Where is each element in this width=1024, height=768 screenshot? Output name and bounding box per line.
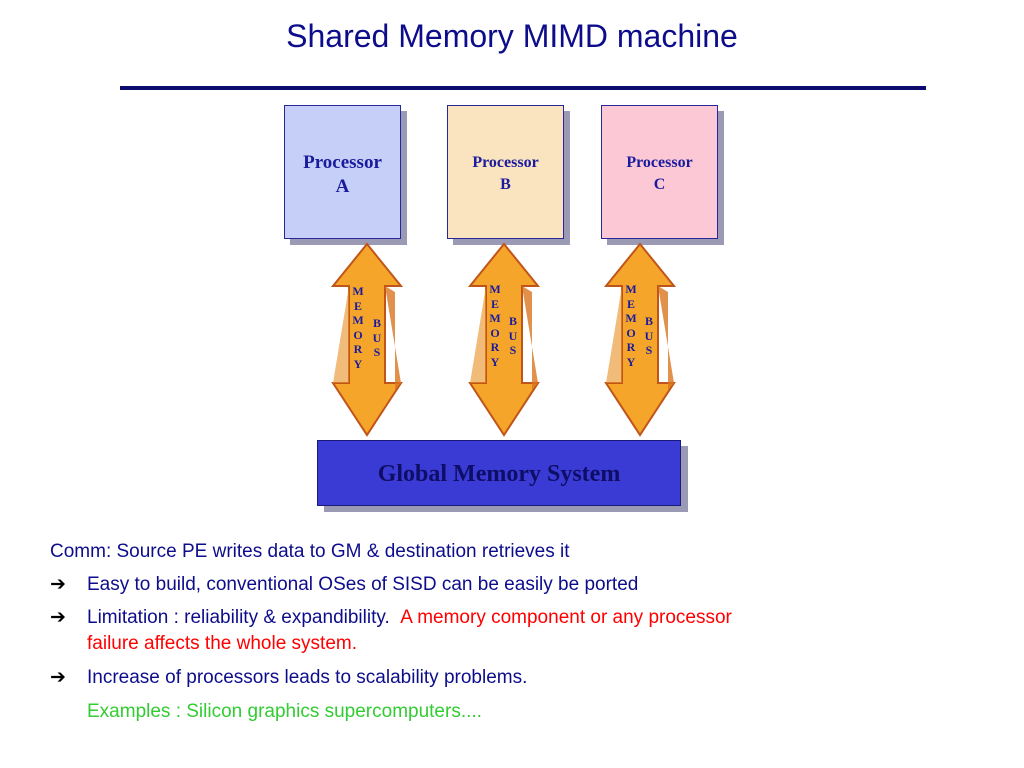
processor-c-label: Processor bbox=[626, 154, 693, 171]
limitation-warning-cont: failure affects the whole system. bbox=[87, 633, 357, 654]
double-arrow-icon bbox=[603, 242, 677, 437]
double-arrow-icon bbox=[330, 242, 404, 437]
processor-c-letter: C bbox=[653, 176, 666, 193]
limitation-warning: A memory component or any processor bbox=[400, 607, 732, 628]
limitation-text: Limitation : reliability & expandibility… bbox=[87, 607, 390, 628]
slide-title: Shared Memory MIMD machine bbox=[286, 18, 738, 54]
double-arrow-icon bbox=[467, 242, 541, 437]
bullet-easy-build: Easy to build, conventional OSes of SISD… bbox=[87, 574, 639, 595]
processor-c-box: Processor C bbox=[601, 105, 718, 239]
processor-b-label: Processor bbox=[472, 154, 539, 171]
comm-text: Comm: Source PE writes data to GM & dest… bbox=[50, 541, 570, 562]
arrow-right-icon: ➔ bbox=[50, 667, 66, 688]
examples-text: Examples : Silicon graphics supercompute… bbox=[87, 701, 482, 722]
title-underline bbox=[120, 86, 926, 90]
processor-b-letter: B bbox=[500, 176, 511, 193]
processor-a-box: Processor A bbox=[284, 105, 401, 239]
processor-a-letter: A bbox=[335, 176, 350, 197]
arrow-right-icon: ➔ bbox=[50, 574, 66, 595]
bullet-limitation: Limitation : reliability & expandibility… bbox=[87, 607, 732, 629]
bullet-scalability: Increase of processors leads to scalabil… bbox=[87, 667, 528, 688]
arrow-right-icon: ➔ bbox=[50, 607, 66, 628]
processor-b-box: Processor B bbox=[447, 105, 564, 239]
processor-a-label: Processor bbox=[303, 152, 382, 173]
global-memory-box: Global Memory System bbox=[317, 440, 681, 506]
